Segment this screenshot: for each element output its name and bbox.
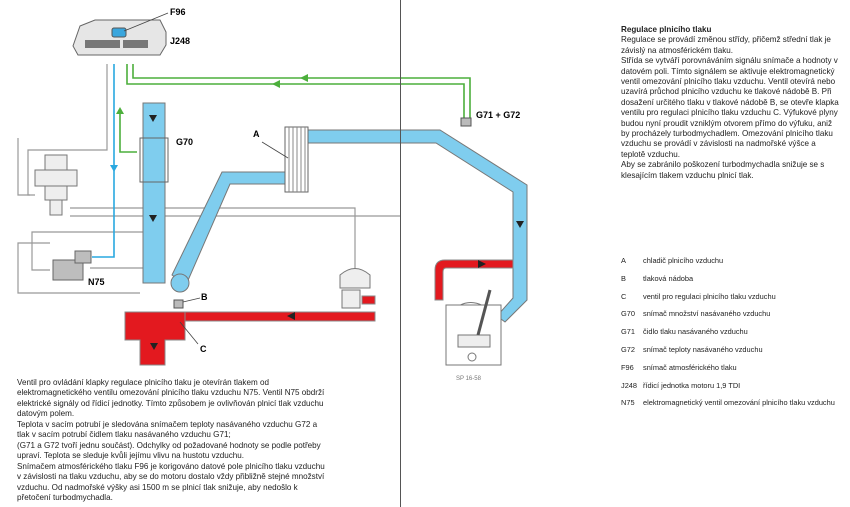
ecu-j248 bbox=[72, 19, 167, 56]
legend-code: C bbox=[621, 291, 627, 301]
paragraph: Teplota v sacím potrubí je sledována sní… bbox=[17, 419, 318, 440]
paragraph: Aby se zabránilo poškození turbodmychadl… bbox=[621, 160, 825, 180]
paragraph: Snímačem atmosférického tlaku F96 je kor… bbox=[17, 461, 325, 502]
label-f96: F96 bbox=[170, 7, 186, 17]
paragraph: Regulace se provádí změnou střídy, přiče… bbox=[621, 35, 831, 55]
turbo-boost-diagram: F96 J248 G70 A G71 + G72 B bbox=[17, 7, 528, 382]
legend-desc: čidlo tlaku nasávaného vzduchu bbox=[643, 327, 748, 337]
vacuum-valve bbox=[34, 154, 78, 216]
legend-code: G70 bbox=[621, 309, 635, 319]
label-b: B bbox=[201, 292, 208, 302]
paragraph: (G71 a G72 tvoří jednu součást). Odchylk… bbox=[17, 440, 321, 461]
engine-cylinder bbox=[445, 289, 502, 366]
label-a: A bbox=[253, 129, 260, 139]
legend-code: B bbox=[621, 273, 626, 283]
legend-desc: řídicí jednotka motoru 1,9 TDI bbox=[643, 380, 741, 390]
legend-item: G71 čidlo tlaku nasávaného vzduchu bbox=[621, 327, 846, 345]
intake-pipes bbox=[142, 102, 528, 323]
legend-code: N75 bbox=[621, 398, 635, 408]
legend-code: G72 bbox=[621, 344, 635, 354]
legend-item: G70 snímač množství nasávaného vzduchu bbox=[621, 309, 846, 327]
legend-item: N75 elektromagnetický ventil omezování pl… bbox=[621, 398, 846, 416]
legend-item: J248 řídicí jednotka motoru 1,9 TDI bbox=[621, 381, 846, 399]
legend-item: F96 snímač atmosférického tlaku bbox=[621, 363, 846, 381]
wastegate-actuator bbox=[339, 268, 371, 309]
legend-desc: chladič plnicího vzduchu bbox=[643, 256, 724, 265]
legend-code: A bbox=[621, 256, 626, 265]
section-title: Regulace plnicího tlaku bbox=[621, 25, 712, 34]
description-text: Ventil pro ovládání klapky regulace plni… bbox=[17, 378, 327, 503]
label-c: C bbox=[200, 344, 207, 354]
label-g71-g72: G71 + G72 bbox=[476, 110, 520, 120]
page-divider bbox=[400, 0, 401, 507]
label-j248: J248 bbox=[170, 36, 190, 46]
label-g70: G70 bbox=[176, 137, 193, 147]
label-n75: N75 bbox=[88, 277, 105, 287]
paragraph: Střída se vytváří porovnáváním signálu s… bbox=[621, 56, 839, 159]
output-signal-line bbox=[92, 64, 115, 258]
legend-desc: ventil pro regulaci plnicího tlaku vzduc… bbox=[643, 291, 776, 301]
n75-valve bbox=[52, 250, 92, 281]
figure-code: SP 16-58 bbox=[456, 376, 482, 382]
legend-item: G72 snímač teploty nasávaného vzduchu bbox=[621, 345, 846, 363]
g71-g72-sensor bbox=[460, 117, 472, 127]
exhaust-pipes bbox=[124, 259, 514, 366]
legend-code: G71 bbox=[621, 327, 635, 337]
pressure-box-b bbox=[173, 299, 184, 309]
legend-desc: snímač teploty nasávaného vzduchu bbox=[643, 344, 763, 354]
legend-desc: snímač atmosférického tlaku bbox=[643, 362, 737, 372]
charge-air-cooler bbox=[284, 126, 309, 193]
boost-regulation-text: Regulace plnicího tlaku Regulace se prov… bbox=[621, 25, 841, 181]
legend-desc: elektromagnetický ventil omezování plnic… bbox=[643, 398, 835, 408]
paragraph: Ventil pro ovládání klapky regulace plni… bbox=[17, 378, 325, 419]
legend-desc: tlaková nádoba bbox=[643, 273, 694, 283]
legend-code: J248 bbox=[621, 380, 638, 390]
legend-code: F96 bbox=[621, 362, 634, 372]
legend-desc: snímač množství nasávaného vzduchu bbox=[643, 309, 771, 319]
